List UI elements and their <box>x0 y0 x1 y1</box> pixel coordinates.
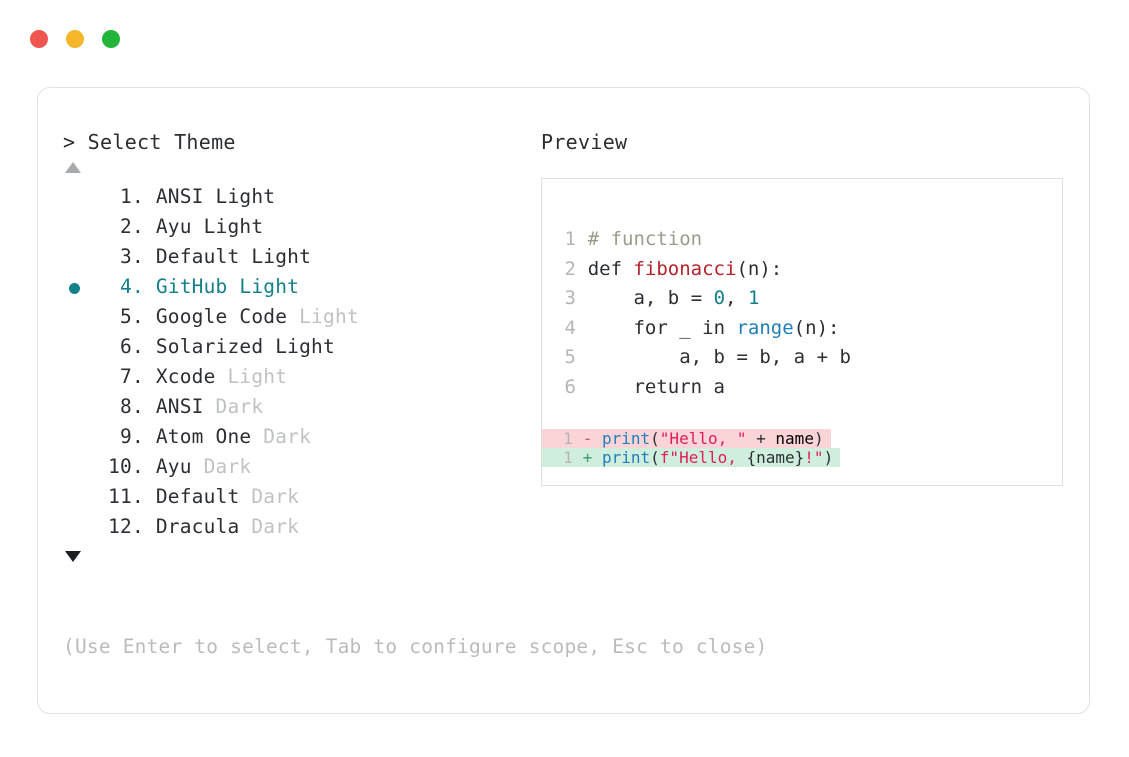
theme-list-item[interactable]: 1. ANSI Light <box>63 182 533 212</box>
theme-item-name: Default <box>143 485 252 508</box>
preview-title: Preview <box>541 130 628 154</box>
theme-item-variant: Light <box>251 245 312 268</box>
theme-item-name: Ayu <box>143 215 204 238</box>
code-line: 6 return a <box>542 373 1062 403</box>
line-number: 6 <box>564 375 576 398</box>
theme-item-index: 8. <box>108 395 144 418</box>
theme-item-index: 11. <box>108 485 144 508</box>
theme-item-name: ANSI <box>143 185 216 208</box>
code-line: 3 a, b = 0, 1 <box>542 284 1062 314</box>
theme-item-name: Solarized <box>143 335 276 358</box>
theme-list-item[interactable]: 4. GitHub Light <box>63 272 533 302</box>
theme-item-name: Atom One <box>143 425 264 448</box>
theme-item-name: Ayu <box>143 455 204 478</box>
theme-list-item[interactable]: 8. ANSI Dark <box>63 392 533 422</box>
close-dot[interactable] <box>30 30 48 48</box>
theme-item-variant: Light <box>227 365 288 388</box>
theme-list-item[interactable]: 9. Atom One Dark <box>63 422 533 452</box>
theme-list-item[interactable]: 5. Google Code Light <box>63 302 533 332</box>
theme-item-index: 10. <box>108 455 144 478</box>
theme-selector-panel: > Select Theme 1. ANSI Light 2. Ayu Ligh… <box>63 130 533 562</box>
theme-item-index: 2. <box>108 215 144 238</box>
theme-item-name: Default <box>143 245 252 268</box>
theme-list-item[interactable]: 6. Solarized Light <box>63 332 533 362</box>
diff-sample: 1- print("Hello, " + name)1+ print(f"Hel… <box>542 429 1062 467</box>
theme-item-variant: Dark <box>203 455 252 478</box>
theme-item-index: 7. <box>108 365 144 388</box>
theme-item-index: 3. <box>108 245 144 268</box>
code-line: 5 a, b = b, a + b <box>542 343 1062 373</box>
selected-bullet-icon <box>69 283 80 294</box>
theme-item-variant: Light <box>299 305 359 328</box>
minimize-dot[interactable] <box>66 30 84 48</box>
theme-item-variant: Light <box>215 185 276 208</box>
theme-item-name: GitHub <box>143 275 240 298</box>
theme-list[interactable]: 1. ANSI Light 2. Ayu Light 3. Default Li… <box>63 182 533 542</box>
line-number: 2 <box>564 257 576 280</box>
line-number: 5 <box>564 346 576 368</box>
diff-sign: - <box>582 429 593 448</box>
theme-item-variant: Light <box>275 335 335 358</box>
theme-item-index: 5. <box>108 305 144 328</box>
theme-list-item[interactable]: 7. Xcode Light <box>63 362 533 392</box>
theme-item-variant: Light <box>239 275 300 298</box>
keyboard-hint: (Use Enter to select, Tab to configure s… <box>63 635 768 658</box>
theme-item-variant: Light <box>203 215 264 238</box>
theme-item-name: Xcode <box>143 365 228 388</box>
theme-item-variant: Dark <box>251 515 300 538</box>
diff-sign: + <box>582 448 593 467</box>
theme-item-index: 9. <box>108 425 144 448</box>
triangle-up-icon[interactable] <box>65 162 81 173</box>
line-number: 1 <box>564 228 576 250</box>
line-number: 1 <box>563 448 573 467</box>
theme-item-variant: Dark <box>263 425 312 448</box>
diff-line-added: 1+ print(f"Hello, {name}!") <box>542 448 841 467</box>
theme-item-variant: Dark <box>215 395 264 418</box>
line-number: 4 <box>564 316 576 339</box>
theme-item-name: ANSI <box>143 395 216 418</box>
theme-list-item[interactable]: 3. Default Light <box>63 242 533 272</box>
window-titlebar <box>30 30 120 48</box>
theme-item-name: Google Code <box>143 305 300 328</box>
page-title: > Select Theme <box>63 130 236 154</box>
theme-list-item[interactable]: 2. Ayu Light <box>63 212 533 242</box>
theme-list-item[interactable]: 12. Dracula Dark <box>63 512 533 542</box>
theme-item-index: 4. <box>108 275 144 298</box>
theme-item-name: Dracula <box>143 515 252 538</box>
theme-list-item[interactable]: 10. Ayu Dark <box>63 452 533 482</box>
line-number: 3 <box>564 287 576 309</box>
maximize-dot[interactable] <box>102 30 120 48</box>
theme-picker-card: > Select Theme 1. ANSI Light 2. Ayu Ligh… <box>37 87 1090 714</box>
theme-item-index: 12. <box>108 515 144 538</box>
theme-item-index: 1. <box>108 185 144 208</box>
theme-item-variant: Dark <box>251 485 300 508</box>
theme-list-item[interactable]: 11. Default Dark <box>63 482 533 512</box>
code-line: 1# function <box>542 225 1062 255</box>
diff-line-removed: 1- print("Hello, " + name) <box>542 429 831 448</box>
triangle-down-icon[interactable] <box>65 551 81 562</box>
theme-item-index: 6. <box>108 335 144 358</box>
code-line: 4 for _ in range(n): <box>542 314 1062 344</box>
line-number: 1 <box>563 429 573 448</box>
